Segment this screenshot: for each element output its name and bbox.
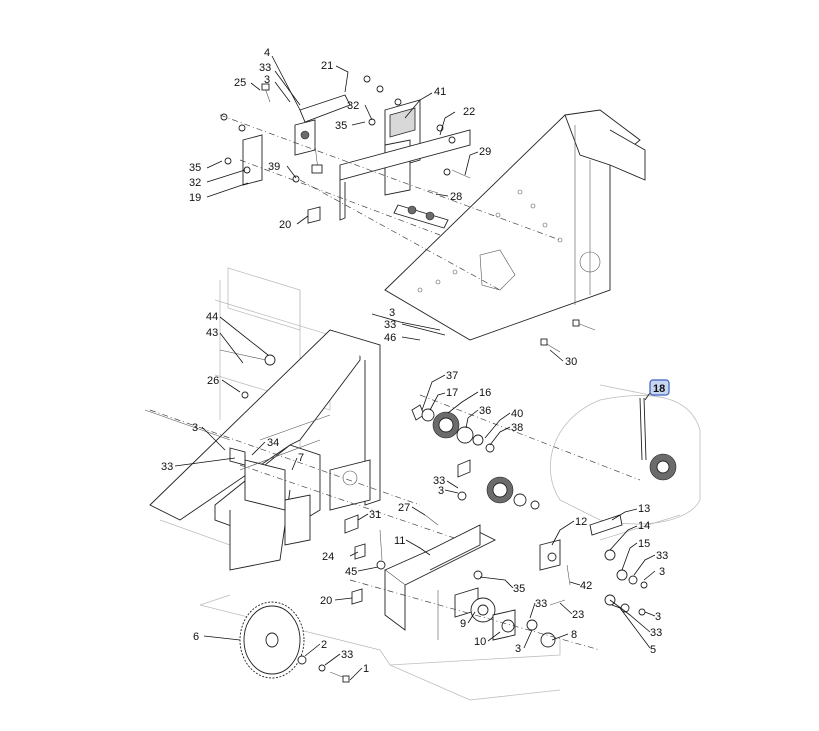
callout-14[interactable]: 14	[638, 520, 650, 532]
callout-23[interactable]: 23	[572, 609, 584, 621]
callout-26[interactable]: 26	[207, 375, 219, 387]
callout-3[interactable]: 3	[438, 485, 444, 497]
upper-bracket-assembly	[219, 75, 646, 353]
callout-11[interactable]: 11	[394, 535, 405, 547]
callout-3[interactable]: 3	[515, 643, 521, 655]
callout-34[interactable]: 34	[267, 437, 279, 449]
callout-17[interactable]: 17	[446, 387, 458, 399]
callout-33[interactable]: 33	[259, 62, 271, 74]
callout-3[interactable]: 3	[659, 566, 665, 578]
callout-12[interactable]: 12	[575, 516, 587, 528]
callout-6[interactable]: 6	[193, 631, 199, 643]
callout-33[interactable]: 33	[656, 550, 668, 562]
callout-37[interactable]: 37	[446, 370, 458, 382]
callout-33[interactable]: 33	[650, 627, 662, 639]
drive-sprocket-assembly	[411, 394, 677, 616]
callout-1[interactable]: 1	[363, 663, 369, 675]
lower-arm-assembly	[344, 514, 601, 651]
callout-3[interactable]: 3	[655, 611, 661, 623]
callout-7[interactable]: 7	[298, 452, 304, 464]
callout-33[interactable]: 33	[433, 475, 445, 487]
callout-19[interactable]: 19	[189, 192, 201, 204]
callout-46[interactable]: 46	[384, 332, 396, 344]
callout-38[interactable]: 38	[511, 422, 523, 434]
callout-35[interactable]: 35	[189, 162, 201, 174]
large-gear	[239, 601, 350, 683]
callout-39[interactable]: 39	[268, 161, 280, 173]
callout-18[interactable]: 18	[653, 383, 665, 395]
callout-33[interactable]: 33	[535, 598, 547, 610]
callout-9[interactable]: 9	[460, 618, 466, 630]
callout-5[interactable]: 5	[650, 644, 656, 656]
callout-3[interactable]: 3	[389, 307, 395, 319]
callout-13[interactable]: 13	[638, 503, 650, 515]
callout-45[interactable]: 45	[345, 566, 357, 578]
callout-40[interactable]: 40	[511, 408, 523, 420]
callout-41[interactable]: 41	[434, 86, 446, 98]
callout-44[interactable]: 44	[206, 311, 218, 323]
callout-24[interactable]: 24	[322, 551, 334, 563]
callout-2[interactable]: 2	[321, 639, 327, 651]
callout-labels: 4 33 21 25 3 41 32 22 35 29 35 39 32 28 …	[161, 47, 668, 675]
callout-25[interactable]: 25	[234, 77, 246, 89]
callout-35[interactable]: 35	[513, 583, 525, 595]
callout-43[interactable]: 43	[206, 327, 218, 339]
callout-30[interactable]: 30	[565, 356, 577, 368]
callout-42[interactable]: 42	[580, 580, 592, 592]
callout-33[interactable]: 33	[341, 649, 353, 661]
callout-3[interactable]: 3	[264, 74, 270, 86]
main-frame-assembly	[144, 329, 461, 571]
callout-20[interactable]: 20	[279, 219, 291, 231]
callout-20[interactable]: 20	[320, 595, 332, 607]
highlight-box-18	[649, 379, 670, 396]
leader-lines	[174, 55, 656, 681]
callout-33[interactable]: 33	[161, 461, 173, 473]
callout-22[interactable]: 22	[463, 106, 475, 118]
callout-16[interactable]: 16	[479, 387, 491, 399]
callout-27[interactable]: 27	[398, 502, 410, 514]
callout-21[interactable]: 21	[321, 60, 333, 72]
callout-15[interactable]: 15	[638, 538, 650, 550]
callout-31[interactable]: 31	[369, 509, 381, 521]
callout-32[interactable]: 32	[347, 100, 359, 112]
callout-33[interactable]: 33	[384, 319, 396, 331]
callout-35[interactable]: 35	[335, 120, 347, 132]
callout-36[interactable]: 36	[479, 405, 491, 417]
callout-4[interactable]: 4	[264, 47, 270, 59]
callout-29[interactable]: 29	[479, 146, 491, 158]
callout-3[interactable]: 3	[192, 422, 198, 434]
callout-10[interactable]: 10	[474, 636, 486, 648]
callout-8[interactable]: 8	[571, 629, 577, 641]
callout-32[interactable]: 32	[189, 177, 201, 189]
callout-28[interactable]: 28	[450, 191, 462, 203]
